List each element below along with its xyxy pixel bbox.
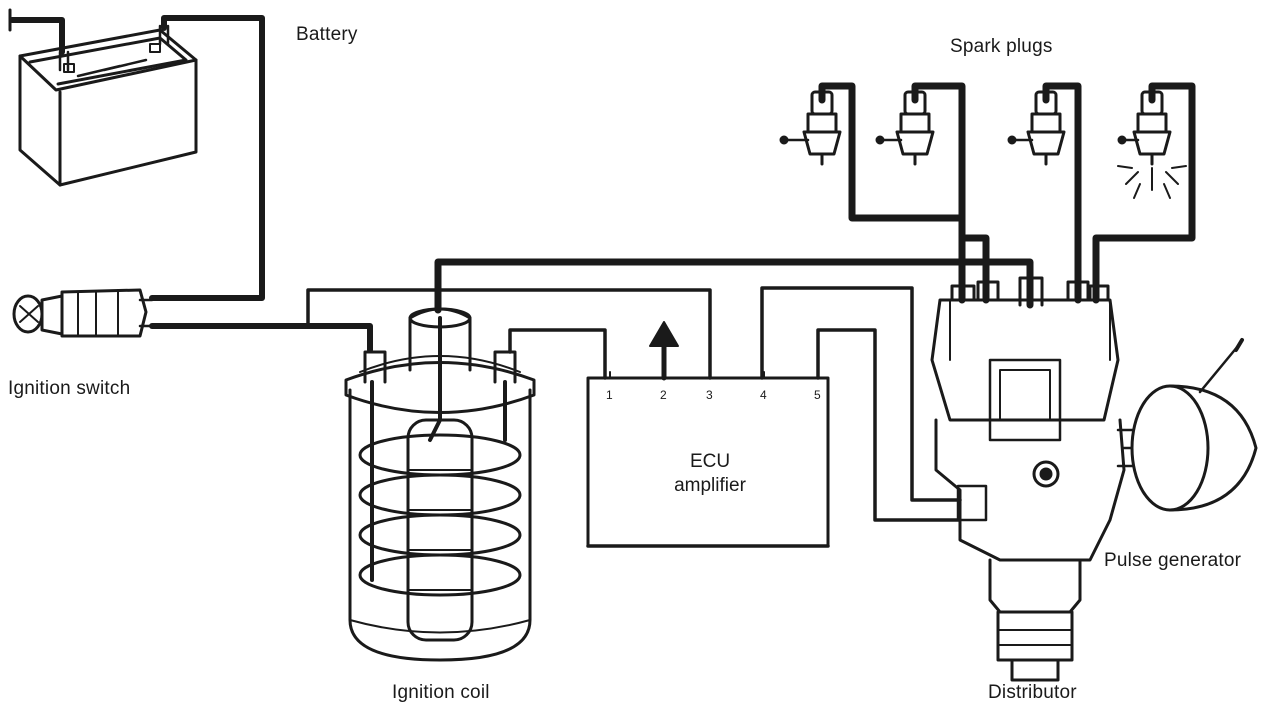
pulse-generator-unit (1118, 340, 1256, 510)
pulse-generator-label: Pulse generator (1104, 550, 1241, 572)
ignition-switch-label: Ignition switch (8, 378, 130, 400)
ecu-terminal-4: 4 (760, 388, 767, 402)
spark-burst (1118, 166, 1186, 198)
ignition-coil-label: Ignition coil (392, 682, 490, 704)
coil-internal-lead (430, 318, 440, 440)
ecu-label-line1: ECU (660, 450, 760, 474)
switch-to-coil-wire (152, 326, 370, 350)
spark-plug-1 (781, 92, 840, 164)
ht-leads (438, 86, 1192, 310)
terminal-2-arrow (650, 322, 678, 346)
ecu-terminal-1: 1 (606, 388, 613, 402)
ecu-terminal-2: 2 (660, 388, 667, 402)
ignition-switch (14, 290, 152, 336)
distributor-label: Distributor (988, 682, 1077, 704)
spark-plugs-label: Spark plugs (950, 36, 1053, 58)
spark-plug-4 (1119, 92, 1170, 164)
thin-wires (308, 288, 960, 546)
distributor (932, 278, 1124, 680)
ecu-terminal-5: 5 (814, 388, 821, 402)
spark-plug-3 (1009, 92, 1064, 164)
ecu-label-line2: amplifier (660, 474, 760, 498)
spark-plug-2 (877, 92, 933, 164)
battery (20, 26, 196, 185)
ecu-terminal-3: 3 (706, 388, 713, 402)
ecu-label: ECU amplifier (660, 450, 760, 498)
spark-plugs (781, 92, 1186, 198)
battery-cables (12, 18, 262, 298)
battery-label: Battery (296, 24, 358, 46)
